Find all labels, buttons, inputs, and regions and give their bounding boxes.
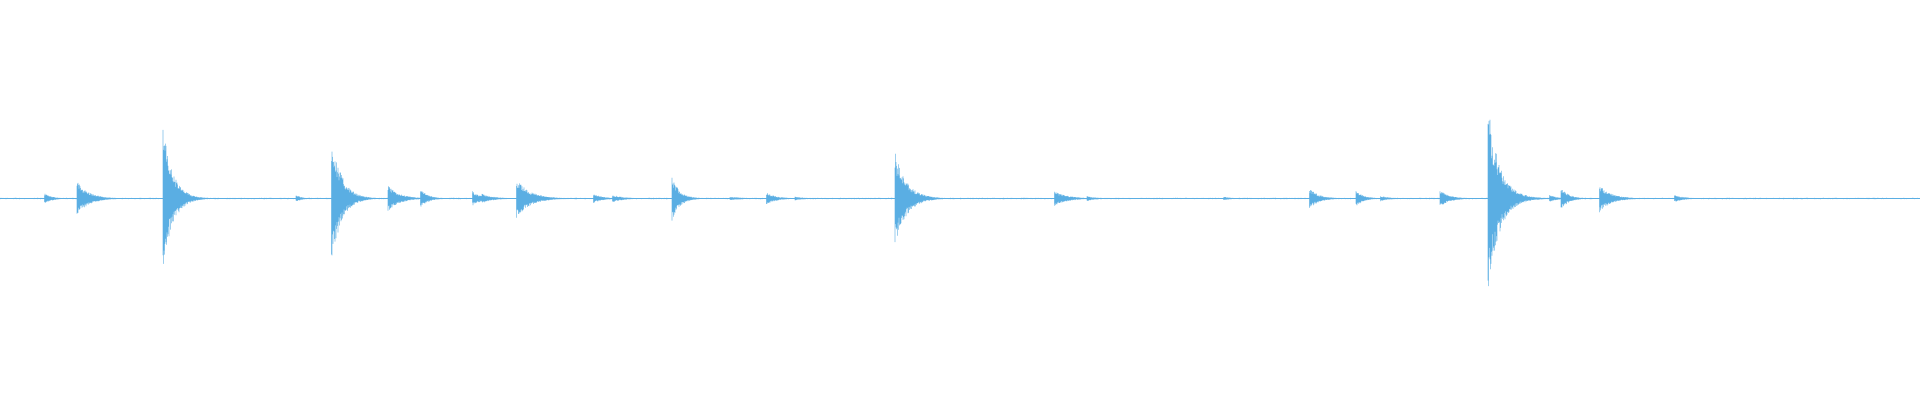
waveform-trace — [0, 119, 1920, 287]
